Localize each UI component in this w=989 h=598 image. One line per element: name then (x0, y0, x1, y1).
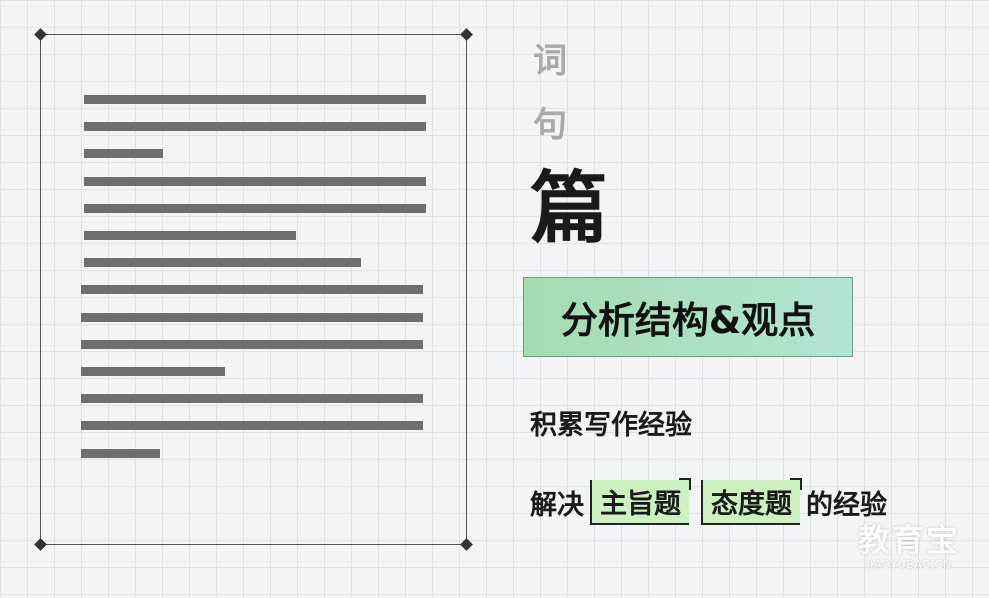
document-text-line (84, 95, 426, 104)
tag-main-idea: 主旨题 (590, 477, 691, 525)
level-sentence: 句 (533, 105, 567, 145)
document-text-line (81, 340, 423, 349)
highlight-label: 分析结构&观点 (560, 299, 816, 342)
document-text-line (84, 231, 296, 240)
document-text-line (81, 449, 160, 458)
point-solve-prefix: 解决 (530, 489, 584, 521)
document-text-line (81, 421, 423, 430)
document-frame (40, 34, 467, 545)
document-text-line (84, 122, 426, 131)
document-text-line (84, 177, 426, 186)
document-text-line (84, 204, 426, 213)
watermark-sub: JIAOYUBAO.CN (866, 558, 952, 571)
tag-attitude: 态度题 (701, 477, 802, 525)
watermark-main: 教育宝 (858, 521, 961, 559)
level-passage: 篇 (530, 164, 609, 254)
document-text-line (84, 149, 163, 158)
document-text-line (81, 313, 423, 322)
document-text-line (81, 394, 423, 403)
highlight-box: 分析结构&观点 (523, 277, 853, 357)
point-solve-row: 解决 主旨题 态度题 的经验 (530, 477, 887, 525)
document-text-line (81, 285, 423, 294)
point-accumulate: 积累写作经验 (530, 410, 692, 441)
level-word: 词 (533, 41, 567, 81)
document-text-line (81, 367, 225, 376)
document-text-line (84, 258, 361, 267)
watermark-logo: 教育宝 JIAOYUBAO.CN (858, 524, 960, 571)
point-solve-suffix: 的经验 (806, 489, 887, 521)
